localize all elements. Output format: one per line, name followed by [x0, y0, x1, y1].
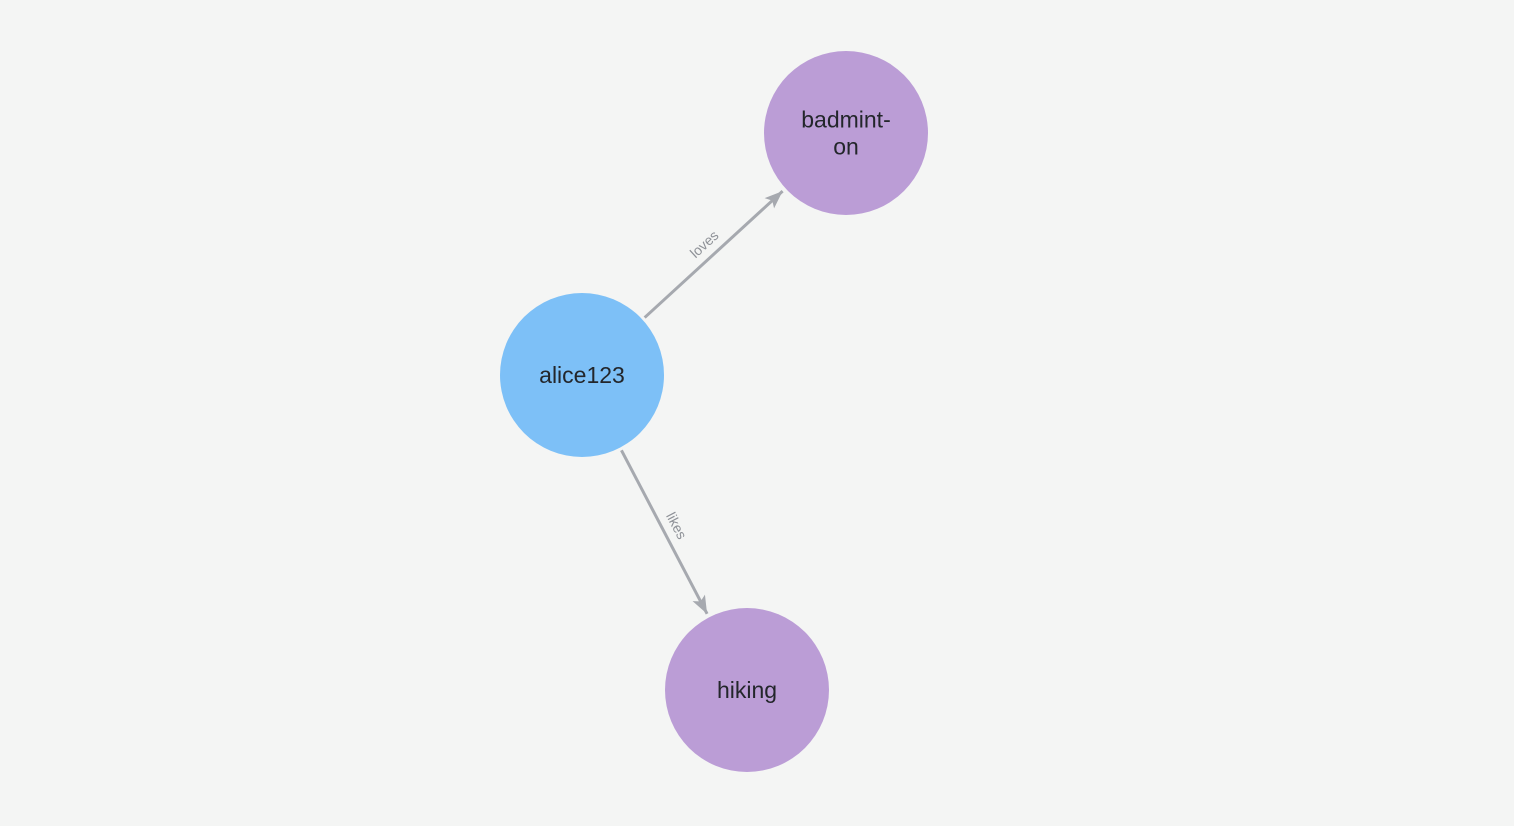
edge-label-loves[interactable]: loves — [687, 227, 722, 261]
graph-edge-likes[interactable] — [620, 449, 709, 615]
graph-node-alice123[interactable] — [500, 293, 664, 457]
graph-node-badminton[interactable] — [764, 51, 928, 215]
graph-edge-loves[interactable] — [643, 190, 784, 319]
graph-node-hiking[interactable] — [665, 608, 829, 772]
